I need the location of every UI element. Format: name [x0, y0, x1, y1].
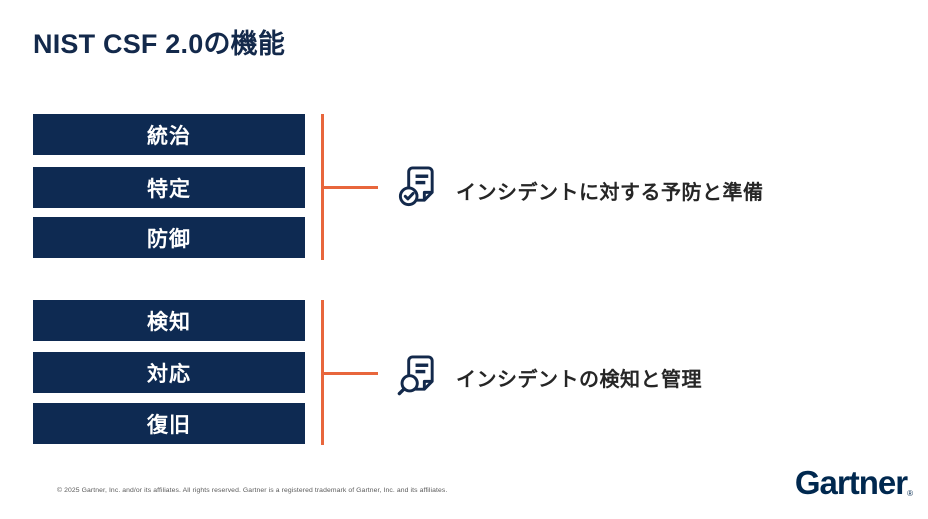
- function-box-identify: 特定: [33, 167, 305, 208]
- bracket-connector-group2: [321, 372, 378, 375]
- group1-description: インシデントに対する予防と準備: [456, 182, 764, 204]
- gartner-logo-text: Gartner: [794, 464, 908, 501]
- page-title: NIST CSF 2.0の機能: [33, 29, 286, 59]
- bracket-connector-group1: [321, 186, 378, 189]
- function-box-detect: 検知: [33, 300, 305, 341]
- document-check-icon: [395, 164, 440, 209]
- function-box-recover: 復旧: [33, 403, 305, 444]
- function-box-protect: 防御: [33, 217, 305, 258]
- copyright-notice: © 2025 Gartner, Inc. and/or its affiliat…: [57, 487, 448, 494]
- function-box-governance: 統治: [33, 114, 305, 155]
- registered-trademark-symbol: ®: [907, 489, 913, 498]
- gartner-logo: Gartner®: [795, 466, 913, 499]
- group2-description: インシデントの検知と管理: [456, 369, 702, 391]
- document-search-icon: [395, 353, 440, 398]
- function-box-respond: 対応: [33, 352, 305, 393]
